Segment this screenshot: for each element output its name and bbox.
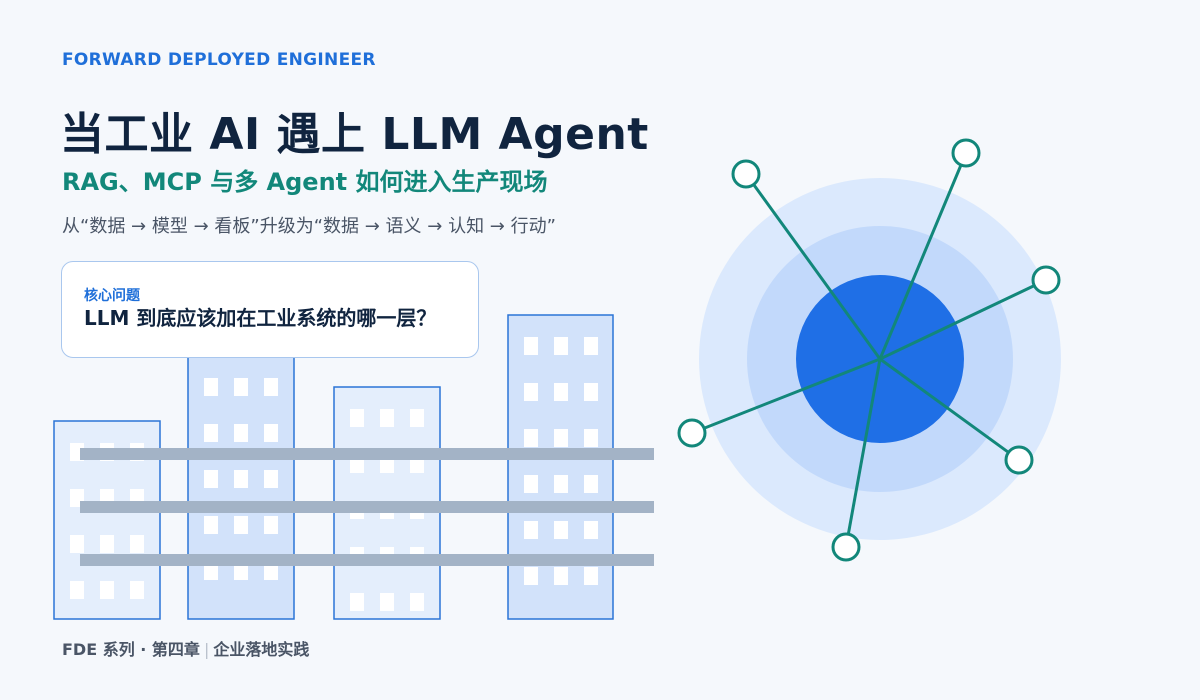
building-2-window xyxy=(264,562,278,580)
building-2-window xyxy=(234,562,248,580)
agent-node xyxy=(951,138,981,168)
building-4-window xyxy=(584,383,598,401)
building-4-window xyxy=(554,521,568,539)
building-1-window xyxy=(70,535,84,553)
building-1-window xyxy=(130,581,144,599)
building-2-window xyxy=(204,424,218,442)
agent-link xyxy=(879,357,1020,462)
agent-link xyxy=(879,278,1047,361)
agent-link xyxy=(844,358,882,548)
building-4-window xyxy=(584,337,598,355)
agent-node xyxy=(1031,265,1061,295)
building-2-window xyxy=(204,378,218,396)
building-1-window xyxy=(100,581,114,599)
building-4-window xyxy=(524,337,538,355)
building-2-window xyxy=(234,470,248,488)
pipe-3 xyxy=(80,554,654,566)
page-subtitle: RAG、MCP 与多 Agent 如何进入生产现场 xyxy=(62,168,548,196)
pipe-2 xyxy=(80,501,654,513)
building-4-window xyxy=(554,429,568,447)
pipe-1 xyxy=(80,448,654,460)
building-4-window xyxy=(584,521,598,539)
building-1-window xyxy=(70,581,84,599)
building-2-window xyxy=(204,562,218,580)
footer-topic: 企业落地实践 xyxy=(213,640,310,659)
building-2-window xyxy=(264,424,278,442)
building-4-window xyxy=(524,475,538,493)
building-1-window xyxy=(130,535,144,553)
building-3-window xyxy=(410,593,424,611)
agent-link xyxy=(878,152,968,360)
building-1-window xyxy=(100,535,114,553)
agent-link xyxy=(691,357,881,435)
building-4-window xyxy=(584,475,598,493)
factory-buildings-illustration xyxy=(53,314,654,620)
building-4-window xyxy=(524,567,538,585)
building-4-window xyxy=(524,429,538,447)
building-4-window xyxy=(554,475,568,493)
callout-question: LLM 到底应该加在工业系统的哪一层？ xyxy=(84,306,437,330)
building-2-window xyxy=(204,470,218,488)
building-3-window xyxy=(380,593,394,611)
agent-node xyxy=(731,159,761,189)
agent-node xyxy=(1004,445,1034,475)
agent-network-hub-illustration xyxy=(677,138,1061,562)
tagline: 从“数据 → 模型 → 看板”升级为“数据 → 语义 → 认知 → 行动” xyxy=(62,216,556,237)
building-2-window xyxy=(234,424,248,442)
page-title: 当工业 AI 遇上 LLM Agent xyxy=(60,109,649,160)
footer-series: FDE 系列 · 第四章 xyxy=(62,640,200,659)
agent-node xyxy=(677,418,707,448)
building-3-window xyxy=(410,409,424,427)
kicker: FORWARD DEPLOYED ENGINEER xyxy=(62,50,376,70)
building-3-window xyxy=(380,409,394,427)
building-4-window xyxy=(554,383,568,401)
building-3-window xyxy=(350,409,364,427)
building-4-window xyxy=(584,429,598,447)
building-2-window xyxy=(234,378,248,396)
building-4-window xyxy=(524,383,538,401)
building-2-window xyxy=(264,516,278,534)
building-4-window xyxy=(554,567,568,585)
building-4-window xyxy=(584,567,598,585)
agent-node xyxy=(831,532,861,562)
building-2-window xyxy=(204,516,218,534)
core-question-callout: 核心问题 LLM 到底应该加在工业系统的哪一层？ xyxy=(61,261,479,358)
building-2-window xyxy=(264,470,278,488)
building-2-window xyxy=(234,516,248,534)
agent-link xyxy=(744,173,882,360)
footer: FDE 系列 · 第四章|企业落地实践 xyxy=(62,636,309,660)
footer-separator: | xyxy=(203,640,210,659)
building-4-window xyxy=(554,337,568,355)
building-3-window xyxy=(350,593,364,611)
building-2-window xyxy=(264,378,278,396)
building-4-window xyxy=(524,521,538,539)
callout-label: 核心问题 xyxy=(84,288,140,304)
